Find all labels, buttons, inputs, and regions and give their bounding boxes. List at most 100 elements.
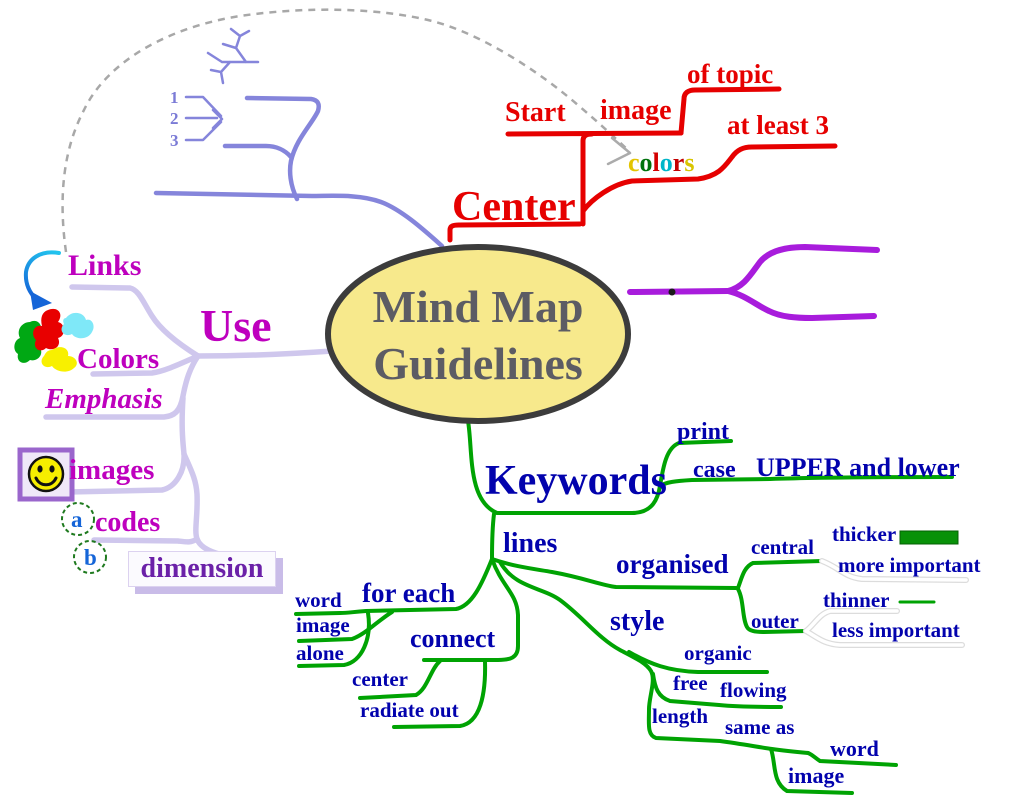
label-thicker: thicker <box>832 522 897 546</box>
colors-letter: r <box>672 148 685 177</box>
label-thinner: thinner <box>823 588 890 612</box>
label-of-topic: of topic <box>687 59 774 89</box>
label-organised: organised <box>616 549 729 579</box>
label-same-as: same as <box>725 715 795 739</box>
label-dimension: dimension <box>140 553 264 584</box>
label-code-b: b <box>84 545 97 570</box>
central-topic-title-line1: Mind Map <box>372 281 584 332</box>
numbered-list-icon <box>184 95 224 142</box>
organic-line <box>627 650 769 674</box>
label-image-2: image <box>788 763 845 788</box>
label-flowing: flowing <box>720 678 787 702</box>
label-radiate-out: radiate out <box>360 698 459 722</box>
colors-line <box>90 353 201 377</box>
central-topic-ellipse <box>325 244 631 424</box>
label-colors-mag: Colors <box>77 343 160 375</box>
dimension-box: dimension <box>128 551 276 587</box>
label-organic: organic <box>684 641 752 665</box>
colors-letter: l <box>652 148 660 177</box>
label-outer: outer <box>751 609 799 633</box>
keywords-branch <box>294 419 954 795</box>
color-blobs-icon <box>14 308 94 372</box>
center-underline <box>447 221 583 243</box>
use-trunk <box>195 348 335 359</box>
case-upper-lower-line <box>658 475 954 488</box>
more-important-line <box>820 559 968 582</box>
purple-upper-fork <box>725 243 880 294</box>
label-colors-multicolor: colors <box>628 150 694 176</box>
label-upper-and-lower: UPPER and lower <box>756 453 960 482</box>
label-connect: connect <box>410 624 496 653</box>
use-lower-trunk <box>181 451 200 542</box>
label-length: length <box>652 704 709 728</box>
numbered-list-digit-3: 3 <box>170 131 179 150</box>
smiley-icon <box>17 447 75 502</box>
label-center-main: Center <box>452 184 576 230</box>
label-use: Use <box>200 300 272 351</box>
radiate-out-line <box>392 659 488 729</box>
label-more-important: more important <box>838 553 981 577</box>
central-topic-title-line2: Guidelines <box>373 338 583 389</box>
colors-at-least-3-line <box>580 143 838 214</box>
of-topic-line <box>678 86 782 136</box>
red-center-branch <box>447 86 838 243</box>
word-2-line <box>806 751 898 767</box>
periwinkle-stub-branch <box>222 143 294 160</box>
codes-line <box>91 536 200 545</box>
less-important-line <box>804 629 964 647</box>
periwinkle-branch <box>153 95 445 249</box>
label-codes: codes <box>95 507 161 538</box>
purple-trunk <box>627 288 731 295</box>
links-line <box>69 284 201 359</box>
colors-letter: o <box>659 148 673 177</box>
center-sub-line <box>358 659 442 700</box>
numbered-list-digit-2: 2 <box>170 109 179 128</box>
alone-droop-line <box>297 611 371 668</box>
style-length-line <box>498 560 810 755</box>
thicker-example-bar <box>899 530 959 545</box>
label-images: images <box>69 454 155 486</box>
lines-drop <box>490 512 496 561</box>
dashed-curve-arrowhead-icon <box>606 136 632 166</box>
numbered-list-digit-1: 1 <box>170 88 179 107</box>
keywords-trunk-print-line <box>466 419 733 515</box>
label-center-sub: center <box>352 667 408 691</box>
central-line <box>736 559 824 590</box>
label-print: print <box>677 419 730 445</box>
code-a-circle <box>61 502 95 536</box>
numbered-list-arrowhead-icon <box>211 108 224 130</box>
label-less-important: less important <box>832 618 960 642</box>
colors-letter: s <box>684 148 695 177</box>
purple-branch <box>627 243 880 322</box>
for-each-word-line <box>294 557 494 616</box>
image-2-line <box>769 747 854 795</box>
dashed-guide-curve <box>61 8 628 253</box>
thinner-line <box>804 609 899 633</box>
twig-icon <box>206 27 260 85</box>
purple-branch-dot <box>668 288 676 296</box>
white-subbranch-core <box>804 559 968 647</box>
label-central: central <box>751 535 814 559</box>
label-style: style <box>610 606 665 637</box>
label-start: Start <box>505 97 566 128</box>
links-arrow-icon <box>23 250 61 310</box>
connect-line <box>422 557 520 662</box>
label-for-each: for each <box>362 578 456 608</box>
periwinkle-trunk <box>153 190 445 249</box>
label-free: free <box>673 671 708 695</box>
label-keywords: Keywords <box>485 458 667 504</box>
colors-letter: o <box>639 148 653 177</box>
periwinkle-upper-branch <box>244 95 321 202</box>
label-image: image <box>296 613 350 637</box>
outer-line <box>736 587 808 635</box>
label-image-red: image <box>600 95 672 126</box>
start-image-line <box>505 130 684 227</box>
label-lines: lines <box>503 528 558 559</box>
label-alone: alone <box>296 641 344 665</box>
label-code-a: a <box>71 507 83 532</box>
label-word: word <box>295 588 342 612</box>
label-word-2: word <box>830 736 879 761</box>
code-b-circle <box>73 540 107 574</box>
